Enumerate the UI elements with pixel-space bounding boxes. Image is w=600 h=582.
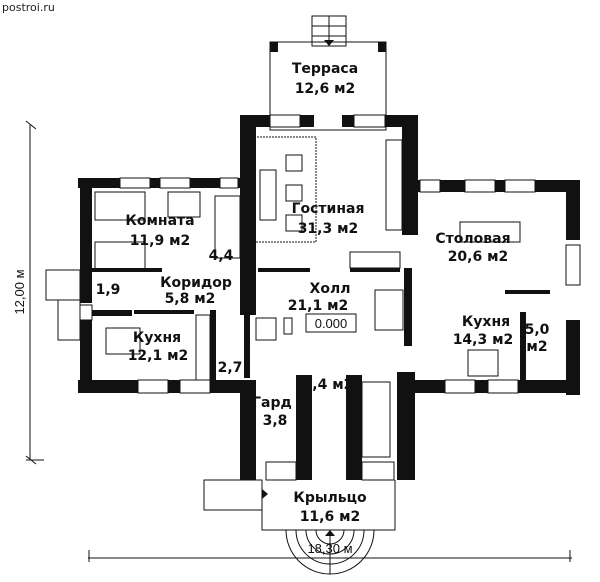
corridor-area: 5,8 м2 <box>165 291 216 307</box>
dining-name: Столовая <box>435 231 510 247</box>
terrace-name: Терраса <box>292 61 358 77</box>
hall-name: Холл <box>310 281 351 297</box>
watermark: postroi.ru <box>2 1 55 14</box>
bath-area: 4,4 <box>209 248 234 264</box>
width-dimension: 18,30 м <box>88 541 572 562</box>
corridor-name: Коридор <box>160 275 232 291</box>
width-label: 18,30 м <box>307 541 352 556</box>
bedroom-name: Комната <box>125 213 194 229</box>
dining-area: 20,6 м2 <box>448 249 509 265</box>
arrow-up-icon <box>325 530 335 536</box>
level-mark-box <box>305 313 357 333</box>
kitchen-left-area: 12,1 м2 <box>128 348 189 364</box>
wc-area: 2,7 <box>218 360 243 376</box>
pantry-area: 5,0 <box>525 322 550 338</box>
terrace-area: 12,6 м2 <box>295 81 356 97</box>
living-area: 31,3 м2 <box>298 221 359 237</box>
level-mark: 0.000 <box>315 316 348 331</box>
furniture <box>45 136 521 458</box>
arrow-right-icon <box>262 489 268 499</box>
hall-area: 21,1 м2 <box>288 298 349 314</box>
pantry-unit: м2 <box>526 339 547 355</box>
vestibule-left-area: 1,9 <box>96 282 121 298</box>
living-name: Гостиная <box>292 201 365 217</box>
porch-area: 11,6 м2 <box>300 509 361 525</box>
porch-name: Крыльцо <box>293 490 367 506</box>
wardrobe-name: Гард <box>252 395 292 411</box>
kitchen-right-name: Кухня <box>462 314 510 330</box>
wardrobe-area: 3,8 <box>263 413 288 429</box>
kitchen-right-area: 14,3 м2 <box>453 332 514 348</box>
kitchen-left-name: Кухня <box>133 330 181 346</box>
walls <box>78 114 581 481</box>
height-label: 12,00 м <box>12 269 27 314</box>
height-dimension: 12,00 м <box>12 120 44 465</box>
vestibule-area: 3,4 м2 <box>303 377 354 393</box>
bedroom-area: 11,9 м2 <box>130 233 191 249</box>
porch <box>203 479 396 575</box>
arrow-down-icon <box>324 40 334 46</box>
terrace <box>269 15 387 131</box>
